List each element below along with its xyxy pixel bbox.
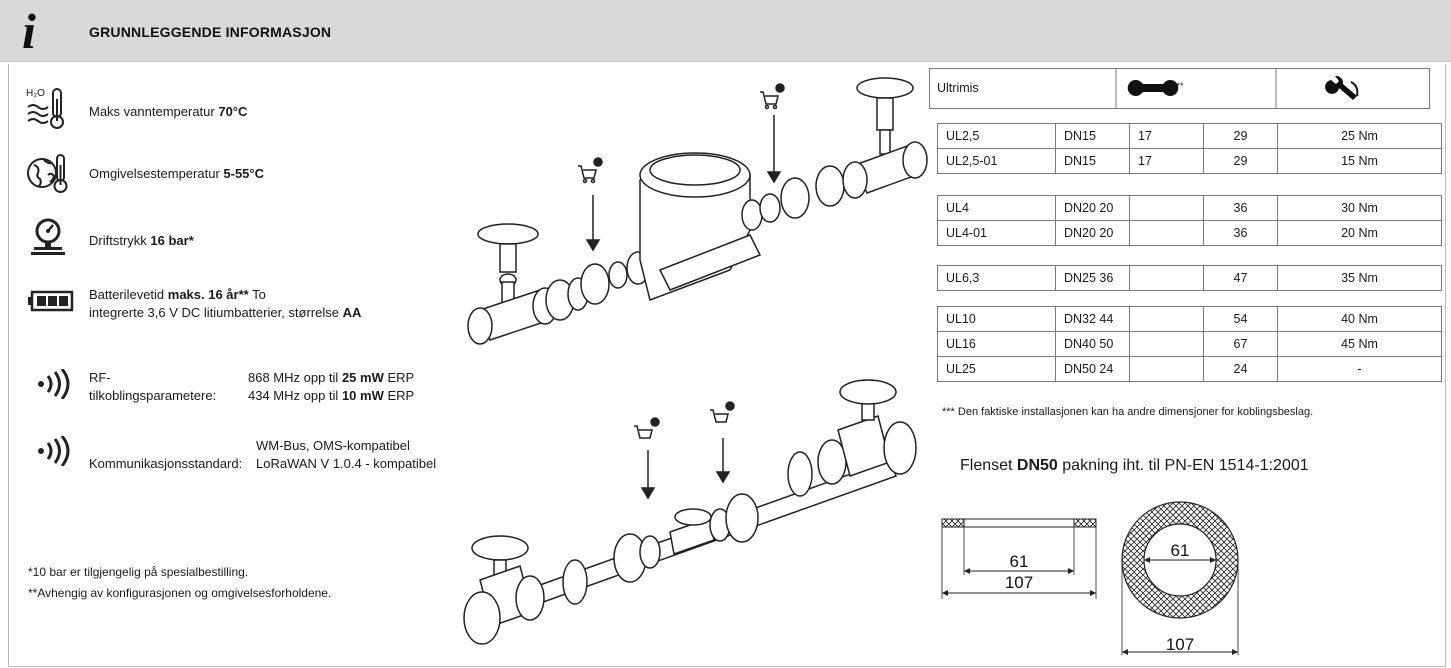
- section-title: GRUNNLEGGENDE INFORMASJON: [89, 24, 332, 40]
- svg-text:61: 61: [1010, 552, 1029, 571]
- battery-text-line2: integrerte 3,6 V DC litiumbatterier, stø…: [89, 305, 362, 320]
- battery-icon: [28, 290, 74, 317]
- pressure-gauge-icon: [30, 217, 66, 262]
- installation-diagram: [463, 77, 928, 645]
- svg-text:61: 61: [1171, 541, 1190, 560]
- footnote-1: *10 bar er tilgjengelig på spesialbestil…: [28, 565, 249, 579]
- section-header: i GRUNNLEGGENDE INFORMASJON: [0, 0, 1451, 62]
- torque-wrench-icon: [1325, 75, 1359, 100]
- rf-value-434: 434 MHz opp til 10 mW ERP: [248, 388, 415, 403]
- rf-value-868: 868 MHz opp til 25 mW ERP: [248, 370, 415, 385]
- rf-label-line1: RF-: [89, 370, 111, 385]
- comm-value-line2: LoRaWAN V 1.0.4 - kompatibel: [256, 456, 437, 471]
- radio-wave-icon: [36, 435, 70, 471]
- gasket-ring-drawing: 61 107: [1121, 501, 1239, 655]
- gasket-title: Flenset DN50 pakning iht. til PN-EN 1514…: [960, 457, 1309, 474]
- cart-add-icon: [578, 157, 603, 184]
- cart-add-icon: [634, 417, 660, 439]
- water-temp-text: Maks vanntemperatur 70°C: [89, 104, 248, 119]
- water-thermometer-icon: H₂O: [26, 85, 68, 136]
- cart-add-icon: [760, 83, 785, 110]
- info-icon: i: [22, 3, 36, 59]
- svg-text:H₂O: H₂O: [26, 88, 45, 99]
- comm-value-line1: WM-Bus, OMS-kompatibel: [256, 438, 410, 453]
- comm-label: Kommunikasjonsstandard:: [89, 456, 243, 471]
- battery-text-line1: Batterilevetid maks. 16 år** To: [89, 287, 266, 302]
- cart-add-icon: [710, 401, 735, 423]
- table-header: Ultrimis ***: [929, 68, 1430, 109]
- rf-label-line2: tilkoblingsparametere:: [89, 388, 217, 403]
- gasket-section-drawing: 61 107: [941, 518, 1097, 599]
- svg-text:Ultrimis: Ultrimis: [937, 81, 979, 95]
- content-frame: [8, 64, 1446, 667]
- svg-text:***: ***: [1173, 81, 1184, 91]
- globe-thermometer-icon: [26, 151, 70, 200]
- ambient-temp-text: Omgivelsestemperatur 5-55°C: [89, 166, 264, 181]
- svg-text:107: 107: [1005, 573, 1033, 592]
- svg-text:107: 107: [1166, 635, 1194, 654]
- radio-wave-icon: [36, 368, 70, 404]
- pressure-text: Driftstrykk 16 bar*: [89, 233, 194, 248]
- footnote-2: **Avhengig av konfigurasjonen og omgivel…: [28, 586, 332, 600]
- table-footnote: *** Den faktiske installasjonen kan ha a…: [942, 406, 1314, 418]
- wrench-icon: [1127, 80, 1179, 96]
